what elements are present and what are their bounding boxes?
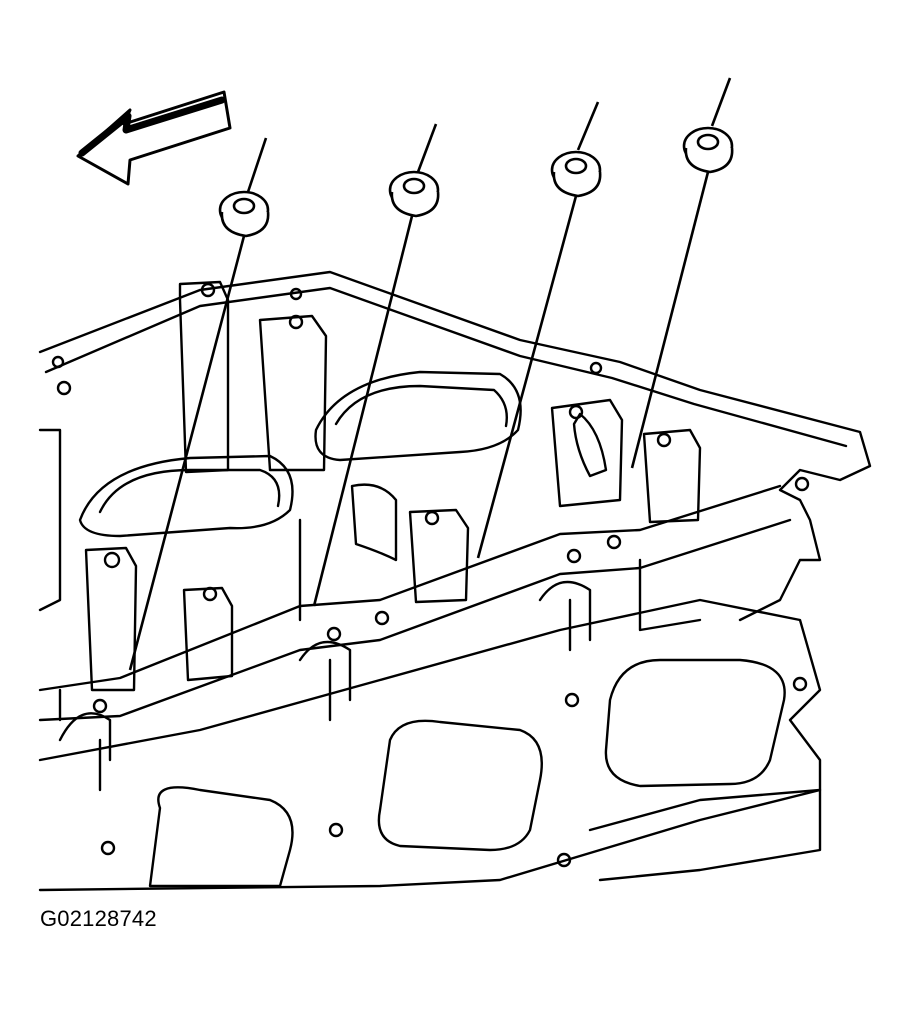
tube-seal-2 bbox=[314, 124, 438, 606]
intake-port-3 bbox=[606, 660, 785, 786]
tube-seal-1 bbox=[130, 138, 268, 670]
cam-bore-1 bbox=[80, 456, 293, 536]
intake-port-2 bbox=[379, 721, 542, 850]
intake-port-1 bbox=[150, 787, 293, 886]
figure-id-label: G02128742 bbox=[40, 906, 157, 931]
tower-1 bbox=[180, 282, 228, 472]
cam-bore-2 bbox=[316, 372, 521, 460]
left-arrow-icon bbox=[78, 92, 230, 184]
seal-group bbox=[130, 78, 732, 670]
tube-seal-3 bbox=[478, 102, 600, 558]
tube-seal-4 bbox=[632, 78, 732, 468]
intake-flange bbox=[40, 600, 820, 890]
gasket-rail bbox=[40, 486, 780, 690]
head-deck-outline bbox=[40, 272, 870, 620]
